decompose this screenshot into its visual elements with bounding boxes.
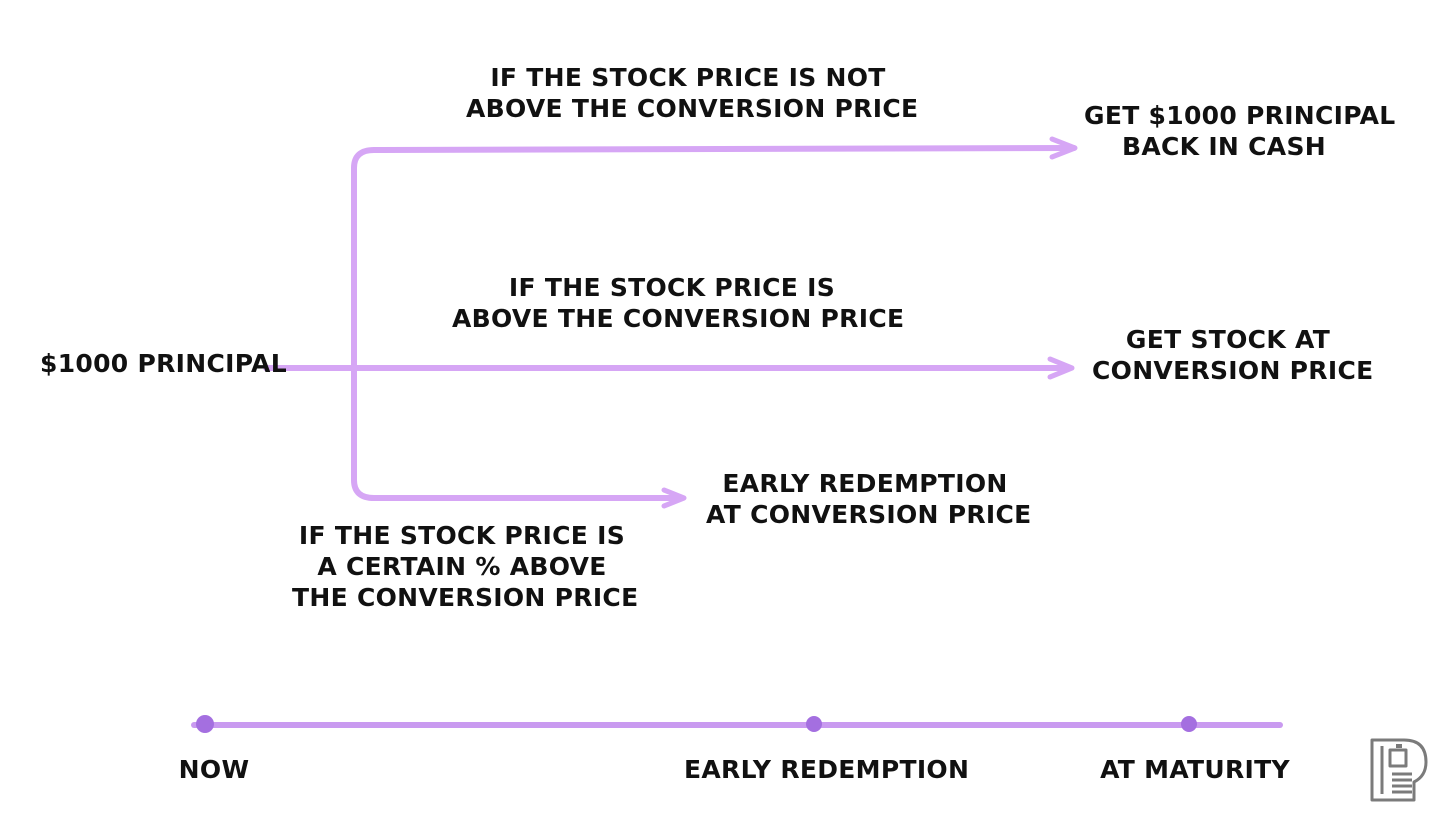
timeline-dot-now xyxy=(196,715,214,733)
outcome-principal-back: GET $1000 PRINCIPAL BACK IN CASH xyxy=(1084,101,1396,161)
outcome-early-redemption: EARLY REDEMPTION AT CONVERSION PRICE xyxy=(706,469,1032,529)
arrow-top-head xyxy=(1049,136,1078,160)
condition-not-above: IF THE STOCK PRICE IS NOT ABOVE THE CONV… xyxy=(466,63,919,123)
timeline-dot-early xyxy=(806,716,822,732)
arrow-main-head xyxy=(1047,356,1075,380)
condition-certain-percent-above: IF THE STOCK PRICE IS A CERTAIN % ABOVE … xyxy=(292,521,639,612)
arrow-bottom-head xyxy=(661,487,687,509)
outcome-stock-at-conversion: GET STOCK AT CONVERSION PRICE xyxy=(1092,325,1374,385)
condition-above: IF THE STOCK PRICE IS ABOVE THE CONVERSI… xyxy=(452,273,905,333)
timeline-dot-maturity xyxy=(1181,716,1197,732)
timeline-label-now: NOW xyxy=(178,755,250,784)
timeline-label-early-redemption: EARLY REDEMPTION xyxy=(684,755,970,784)
timeline-label-at-maturity: AT MATURITY xyxy=(1100,755,1290,784)
publisher-logo-icon xyxy=(1370,738,1428,802)
arrow-top-branch xyxy=(351,145,1077,371)
arrow-bottom-branch xyxy=(351,365,685,501)
start-label: $1000 PRINCIPAL xyxy=(40,349,287,378)
